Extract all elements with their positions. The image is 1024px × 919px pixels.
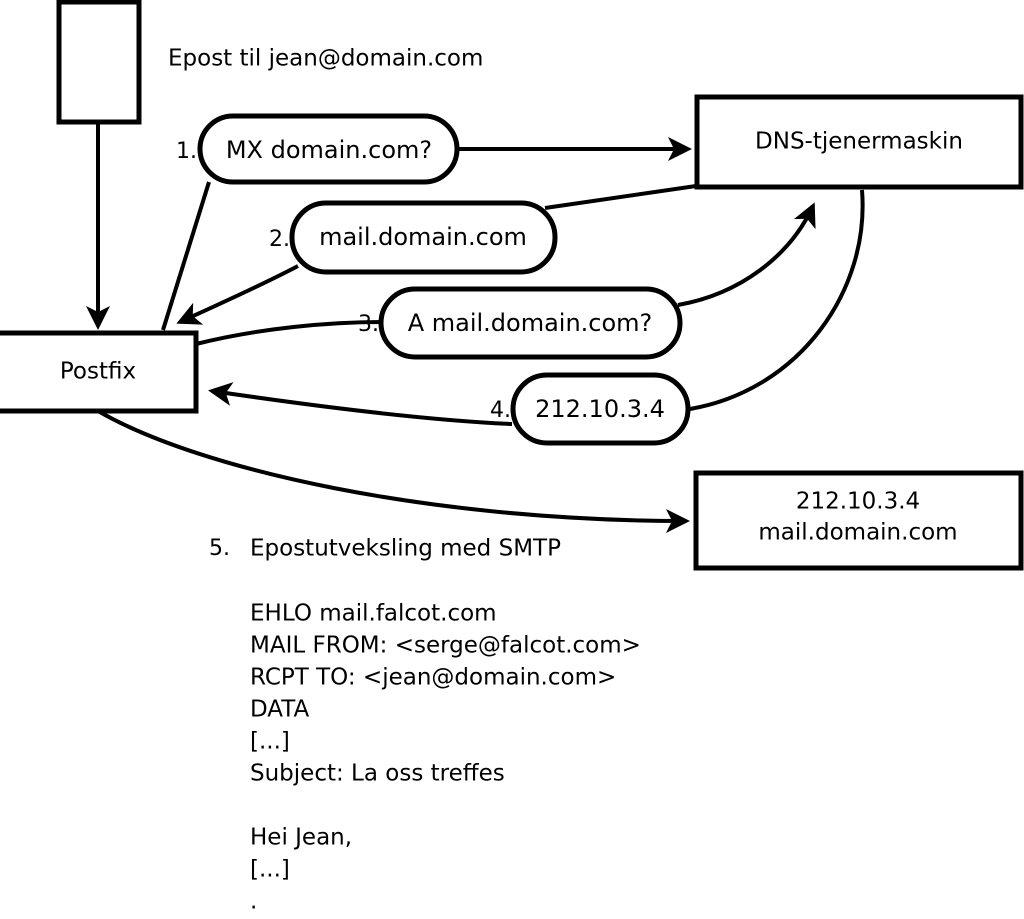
page-title: Epost til jean@domain.com — [168, 46, 483, 72]
connector-step4-dns-to-bubble — [689, 189, 865, 411]
dns-server-box-label: DNS-tjenermaskin — [755, 129, 963, 155]
transcript-line: MAIL FROM: <serge@falcot.com> — [250, 633, 641, 659]
step-3-number: 3. — [358, 312, 379, 337]
transcript-line: EHLO mail.falcot.com — [250, 601, 497, 627]
transcript-line: RCPT TO: <jean@domain.com> — [250, 665, 616, 691]
step-4-label: 212.10.3.4 — [535, 395, 665, 423]
postfix-box[interactable] — [0, 330, 199, 414]
connector-step1-postfix-to-bubble — [161, 181, 211, 331]
transcript-line: [...] — [250, 729, 290, 755]
client-box[interactable] — [56, 0, 142, 125]
smtp-transcript: EHLO mail.falcot.com MAIL FROM: <serge@f… — [250, 601, 641, 915]
transcript-line: Subject: La oss treffes — [250, 761, 505, 787]
transcript-line: Hei Jean, — [250, 825, 352, 851]
step-4-number: 4. — [490, 398, 511, 423]
step-5-number: 5. — [209, 536, 230, 561]
mail-server-box-ip: 212.10.3.4 — [796, 489, 920, 515]
connector-step3-postfix-to-bubble — [195, 320, 383, 346]
step-5-label: Epostutveksling med SMTP — [250, 536, 561, 562]
transcript-line: . — [250, 889, 257, 915]
connector-step5-postfix-to-mailserver — [96, 409, 690, 533]
transcript-line: [...] — [250, 857, 290, 883]
mail-server-box[interactable] — [693, 470, 1024, 571]
step-2-label: mail.domain.com — [319, 223, 527, 251]
connector-step2-dns-to-bubble — [544, 184, 697, 210]
step-3-bubble[interactable] — [378, 286, 683, 360]
mail-server-box-hostname: mail.domain.com — [758, 520, 957, 546]
dns-server-box[interactable] — [694, 94, 1024, 190]
connector-step3-bubble-to-dns — [677, 202, 816, 307]
step-1-label: MX domain.com? — [226, 136, 432, 164]
step-2-number: 2. — [269, 227, 290, 252]
step-1-number: 1. — [176, 139, 197, 164]
step-3-label: A mail.domain.com? — [408, 309, 653, 337]
step-2-bubble[interactable] — [289, 200, 558, 275]
transcript-line: DATA — [250, 697, 310, 723]
step-1-bubble[interactable] — [197, 113, 460, 185]
step-4-bubble[interactable] — [510, 372, 691, 446]
connector-step2-bubble-to-postfix — [176, 264, 299, 325]
postfix-box-label: Postfix — [60, 359, 136, 385]
connector-step4-bubble-to-postfix — [208, 382, 513, 426]
